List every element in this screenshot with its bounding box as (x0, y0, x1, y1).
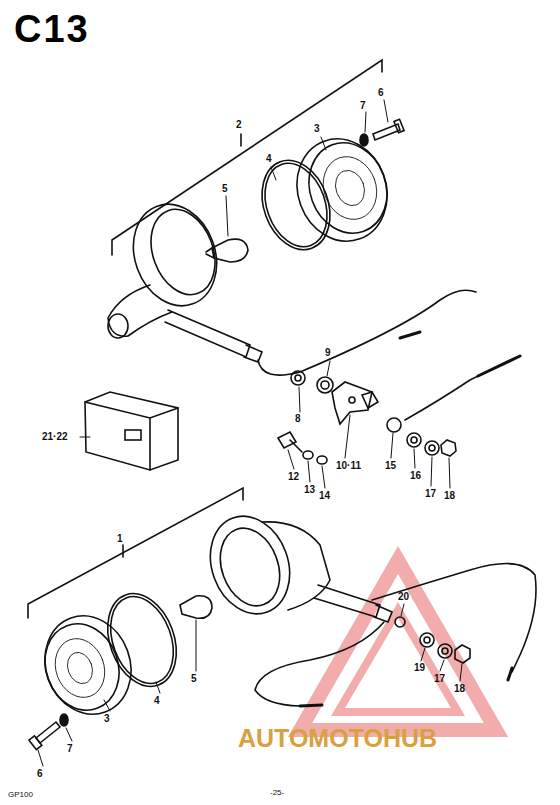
page-note: GP100 (8, 791, 33, 799)
callout-number: 1 (117, 534, 123, 544)
callout-number: 5 (222, 184, 228, 194)
callout-number: 9 (325, 348, 331, 358)
screw-washer (360, 119, 404, 146)
bulb (180, 596, 212, 619)
callout-number: 21·22 (42, 432, 68, 442)
callout-number: 19 (414, 663, 425, 673)
callout-number: 8 (295, 414, 301, 424)
lens (31, 604, 144, 727)
group-bracket (28, 60, 382, 618)
callout-number: 5 (191, 674, 197, 684)
callout-number: 17 (425, 489, 436, 499)
watermark: AUTOMOTOHUB (238, 726, 437, 751)
callout-number: 2 (236, 120, 242, 130)
callout-number: 12 (288, 472, 299, 482)
wire (255, 564, 536, 706)
callout-number: 3 (104, 714, 110, 724)
wire (258, 290, 476, 375)
callout-number: 4 (266, 154, 272, 164)
callout-number: 18 (454, 684, 465, 694)
lamp-housing (197, 505, 392, 625)
callout-number: 3 (314, 124, 320, 134)
screw-washer (29, 714, 68, 750)
callout-number: 17 (434, 674, 445, 684)
page-note: -25- (270, 789, 284, 797)
callout-number: 6 (37, 769, 43, 779)
callout-number: 6 (378, 88, 384, 98)
callout-number: 4 (154, 696, 160, 706)
mount-bracket (278, 356, 520, 464)
callout-number: 20 (398, 592, 409, 602)
callout-number: 18 (444, 491, 455, 501)
lens (283, 126, 401, 254)
callout-number: 7 (360, 101, 366, 111)
lamp-housing (108, 192, 262, 362)
callout-number: 14 (319, 491, 330, 501)
callout-number: 13 (304, 485, 315, 495)
callout-number: 16 (410, 471, 421, 481)
bulb (206, 239, 248, 262)
nut-washer (395, 617, 470, 663)
callout-number: 10·11 (336, 461, 361, 471)
page-title: C13 (14, 10, 90, 48)
gasket-ring (96, 584, 189, 696)
callout-number: 15 (385, 461, 396, 471)
relay-box (85, 392, 178, 470)
leader-line (38, 100, 462, 766)
watermark-triangle (300, 560, 496, 730)
callout-number: 7 (67, 744, 73, 754)
